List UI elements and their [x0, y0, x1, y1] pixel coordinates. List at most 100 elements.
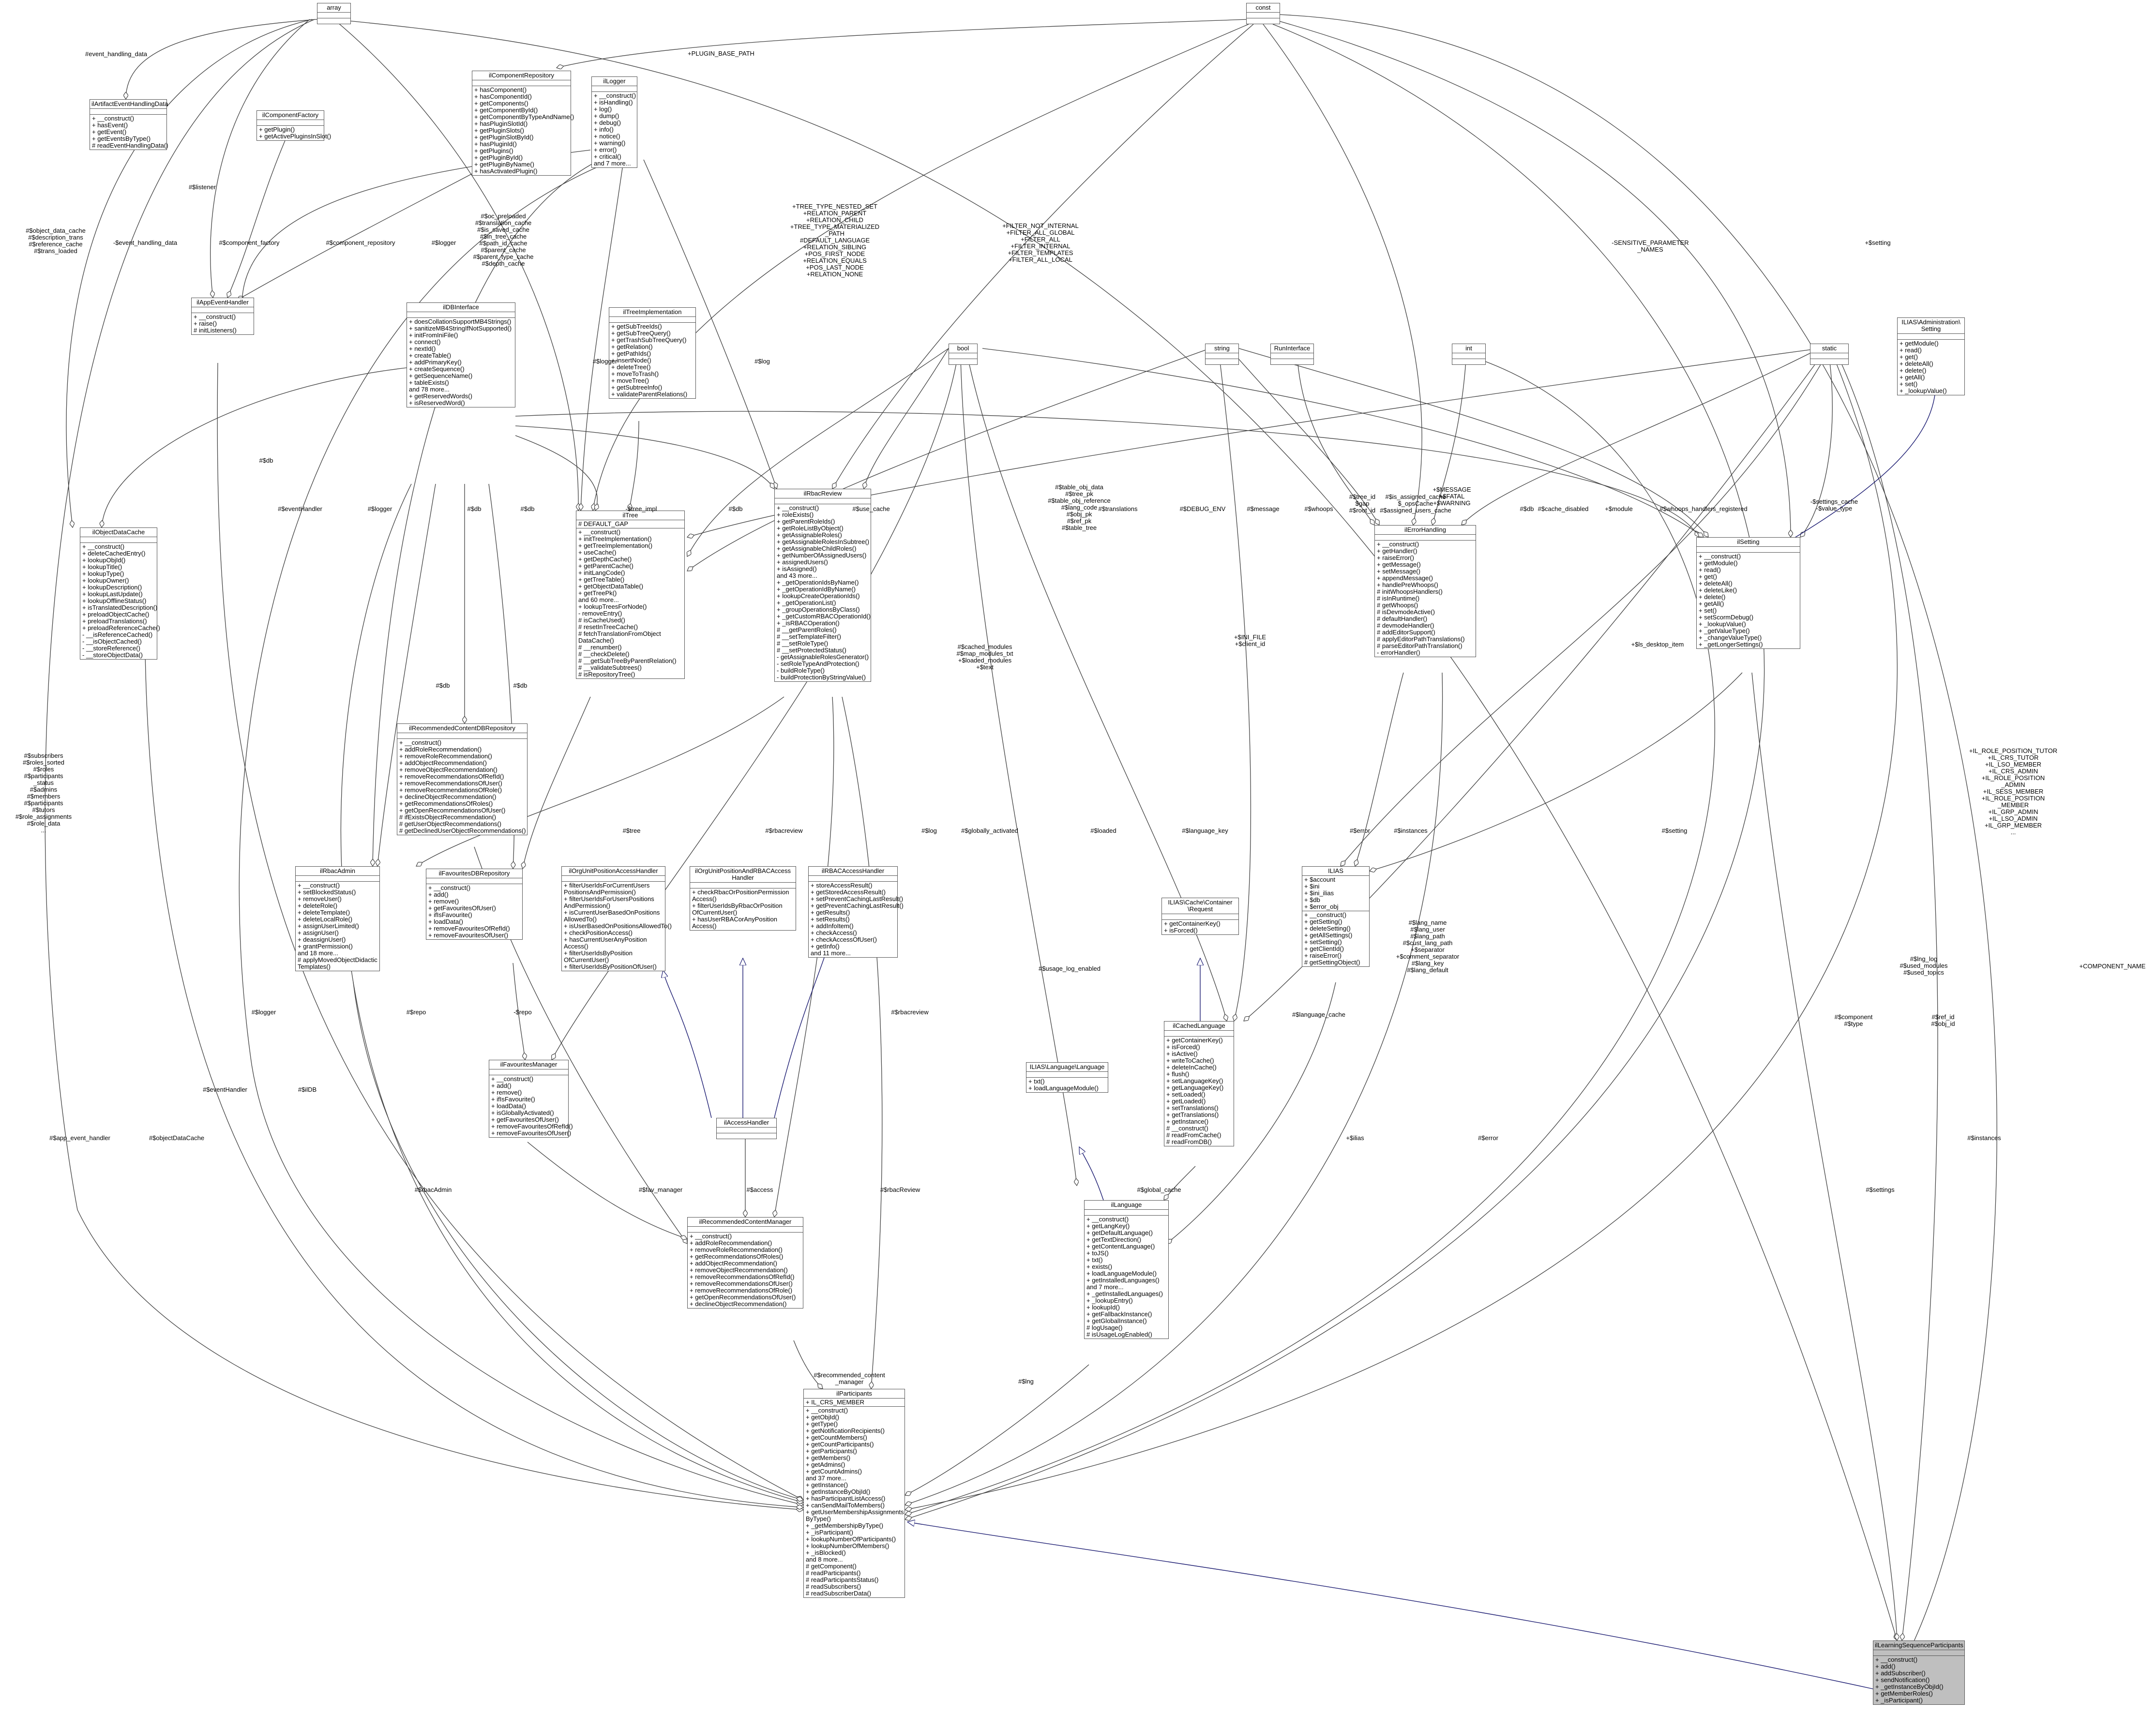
class-title-line: static [1822, 345, 1837, 352]
class-attributes [489, 1069, 568, 1075]
class-array[interactable]: array [317, 3, 351, 24]
edge-label-line: #$instances [1967, 1134, 2001, 1142]
class-title: array [317, 3, 350, 13]
class-method: - setRoleTypeAndProtection() [777, 660, 859, 667]
edge-label-line: +$comment_separator [1396, 953, 1460, 960]
class-method: + getMembers() [806, 1454, 851, 1461]
class-method: + getRelation() [611, 343, 653, 350]
class-method: + critical() [594, 153, 621, 160]
class-ilerrorhandling[interactable]: ilErrorHandling+ __construct()+ getHandl… [1374, 525, 1476, 657]
class-method: + hasEvent() [92, 121, 128, 129]
edge-label-line: #$ref_id [1931, 1013, 1955, 1021]
class-ilartifacteventhandlingdata[interactable]: ilArtifactEventHandlingData+ __construct… [90, 99, 168, 150]
class-title-line: Setting [1921, 325, 1941, 332]
class-method: + storeAccessResult() [811, 882, 873, 889]
edge-label-line: #$used_modules [1900, 962, 1948, 969]
class-method: + __construct() [578, 528, 621, 536]
class-method: + lookupId() [1086, 1304, 1120, 1311]
class-ilobjectdatacache[interactable]: ilObjectDataCache+ __construct()+ delete… [80, 527, 160, 660]
class-iltree[interactable]: ilTree# DEFAULT_GAP+ __construct()+ init… [576, 511, 685, 679]
class-const[interactable]: const [1246, 3, 1280, 24]
class-method: + getType() [806, 1420, 838, 1428]
edge-string-tree [687, 348, 1210, 571]
class-methods: + __construct()+ addRoleRecommendation()… [397, 739, 527, 835]
class-ilias-administration-setting[interactable]: ILIAS\Administration\Setting+ getModule(… [1897, 317, 1965, 395]
class-method: + getInstance() [806, 1481, 848, 1489]
class-method: + nextId() [409, 345, 436, 352]
class-ilorgunitpositionaccesshandler[interactable]: ilOrgUnitPositionAccessHandler+ filterUs… [561, 866, 672, 971]
edge-label-l-sensitive: -SENSITIVE_PARAMETER_NAMES [1612, 240, 1689, 253]
class-ilrecommendedcontentdbrepository[interactable]: ilRecommendedContentDBRepository+ __cons… [397, 723, 528, 835]
class-method: + grantPermission() [298, 943, 353, 950]
class-attribute: + $account [1304, 876, 1335, 883]
edge-label-line: #$component_factory [219, 239, 280, 246]
edge-label-l-db4: #$db [729, 506, 743, 512]
edge-label-line: #$lang_key [1411, 960, 1444, 967]
class-ilias[interactable]: ILIAS+ $account+ $ini+ $ini_ilias+ $db+ … [1302, 866, 1370, 967]
class-ilparticipants[interactable]: ilParticipants+ IL_CRS_MEMBER+ __constru… [803, 1389, 905, 1598]
class-ilappeventhandler[interactable]: ilAppEventHandler+ __construct()+ raise(… [191, 298, 254, 335]
class-bool[interactable]: bool [949, 344, 978, 365]
class-title: const [1247, 3, 1280, 13]
edge-label-line: #$log [754, 358, 770, 365]
class-iltreeimplementation[interactable]: ilTreeImplementation+ getSubTreeIds()+ g… [609, 307, 696, 399]
class-ilfavouritesdbrepository[interactable]: ilFavouritesDBRepository+ __construct()+… [426, 869, 523, 940]
class-methods: + __construct()+ addRoleRecommendation()… [688, 1233, 803, 1308]
class-method: # defaultHandler() [1377, 615, 1428, 622]
edge-label-line: +$ls_desktop_item [1631, 641, 1684, 648]
class-ilfavouritesmanager[interactable]: ilFavouritesManager+ __construct()+ add(… [489, 1060, 573, 1138]
edge-label-l-app-event-handler: #$app_event_handler [49, 1135, 110, 1142]
edge-label-line: #$in_tree_cache [480, 233, 527, 240]
edge-string-setting [1238, 348, 1708, 537]
class-method: OfCurrentUser() [564, 956, 609, 963]
class-method: and 7 more... [594, 160, 631, 167]
class-method: + getAllSettings() [1304, 932, 1353, 939]
class-attributes [1085, 1210, 1168, 1216]
class-ilcachedlanguage[interactable]: ilCachedLanguage+ getContainerKey()+ isF… [1164, 1021, 1234, 1146]
class-ilrecommendedcontentmanager[interactable]: ilRecommendedContentManager+ __construct… [687, 1217, 803, 1309]
class-method: + removeRecommendationsOfRole() [399, 786, 502, 794]
edge-label-line: #$error [1478, 1134, 1498, 1142]
class-method: - getAssignableRolesGenerator() [777, 653, 869, 661]
class-attributes: + $account+ $ini+ $ini_ilias+ $db+ $erro… [1302, 876, 1369, 911]
class-methods: + __construct()+ getModule()+ read()+ ge… [1697, 553, 1800, 648]
class-method: + warning() [594, 139, 626, 147]
inheritance-edges [663, 382, 1936, 1689]
class-method: + set() [1900, 380, 1918, 388]
edge-label-l-msg-consts: +$MESSAGE+$FATAL+$WARNING [1432, 486, 1471, 507]
class-ilaccesshandler[interactable]: ilAccessHandler [716, 1118, 777, 1139]
edge-label-l-settings-cache: -$settings_cache-$value_type [1810, 498, 1858, 512]
class-method: + createTable() [409, 352, 452, 359]
class-runinterface[interactable]: RunInterface [1270, 344, 1314, 365]
class-methods: + getSubTreeIds()+ getSubTreeQuery()+ ge… [609, 323, 695, 398]
class-attribute: + $db [1304, 896, 1320, 903]
class-ilcomponentrepository[interactable]: ilComponentRepository+ hasComponent()+ h… [472, 71, 574, 176]
class-ilias-cache-container-request[interactable]: ILIAS\Cache\Container\Request+ getContai… [1161, 898, 1239, 935]
class-illogger[interactable]: ilLogger+ __construct()+ isHandling()+ l… [591, 76, 637, 168]
class-static[interactable]: static [1810, 344, 1849, 365]
edge-label-line: #$tree_id [1349, 493, 1376, 500]
class-attributes [1271, 353, 1313, 359]
edge-label-l-whoops: #$whoops [1304, 506, 1333, 512]
edge-string-cachedlang [1219, 358, 1251, 1021]
class-method: + raiseError() [1304, 952, 1342, 959]
class-illearningsequenceparticipants[interactable]: ilLearningSequenceParticipants+ __constr… [1873, 1640, 1965, 1705]
class-string[interactable]: string [1205, 344, 1239, 365]
class-ilias-language-language[interactable]: ILIAS\Language\Language+ txt()+ loadLang… [1026, 1062, 1108, 1093]
edge-label-line: -$event_handling_data [113, 239, 178, 246]
class-method: + setPreventCachingLastResult() [811, 895, 904, 903]
class-illanguage[interactable]: ilLanguage+ __construct()+ getLangKey()+… [1084, 1200, 1169, 1339]
class-ilrbacadmin[interactable]: ilRbacAdmin+ __construct()+ setBlockedSt… [295, 866, 380, 971]
class-ilrbacreview[interactable]: ilRbacReview+ __construct()+ roleExists(… [774, 489, 871, 682]
class-int[interactable]: int [1452, 344, 1486, 365]
class-ilsetting[interactable]: ilSetting+ __construct()+ getModule()+ r… [1696, 537, 1800, 649]
class-method: + lookupNumberOfParticipants() [806, 1535, 896, 1543]
class-ildbinterface[interactable]: ilDBInterface+ doesCollationSupportMB4St… [407, 302, 515, 407]
edge-label-line: #$global_cache [1137, 1186, 1181, 1193]
class-ilrbacaccesshandler[interactable]: ilRBACAccessHandler+ storeAccessResult()… [808, 866, 904, 958]
class-method: and 8 more... [806, 1556, 843, 1563]
class-method: + preloadReferenceCache() [82, 624, 160, 632]
class-method: and 18 more... [298, 949, 338, 957]
class-ilcomponentfactory[interactable]: ilComponentFactory+ getPlugin()+ getActi… [256, 110, 331, 141]
